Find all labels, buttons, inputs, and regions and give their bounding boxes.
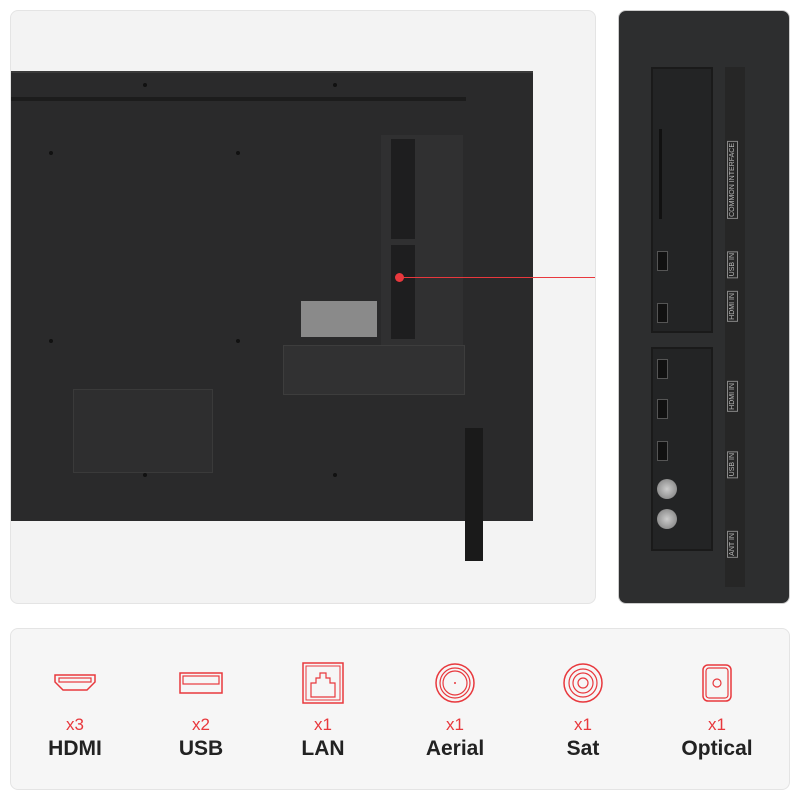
sat-port (657, 509, 677, 529)
stand-clip (465, 428, 483, 521)
usb-count: x2 (192, 715, 210, 734)
sat-count: x1 (574, 715, 592, 734)
connection-usb: x2 USB (141, 661, 261, 761)
usb-in-label-2: USB IN (727, 451, 738, 479)
ant-in-label: ANT IN (727, 531, 738, 558)
usb-icon (179, 672, 223, 694)
optical-count: x1 (708, 715, 726, 734)
aerial-label: Aerial (425, 737, 485, 760)
common-interface-label: COMMON INTERFACE (727, 141, 738, 219)
hdmi-icon (54, 674, 96, 691)
label-recess (73, 389, 213, 473)
connection-aerial: x1 Aerial (395, 661, 515, 761)
aerial-count: x1 (446, 715, 464, 734)
optical-label: Optical (681, 737, 753, 760)
rating-sticker (301, 301, 377, 337)
hdmi-count: x3 (66, 715, 84, 734)
hdmi-in-label: HDMI IN (727, 291, 738, 322)
optical-icon (702, 664, 732, 702)
top-groove (11, 97, 466, 101)
usb-label: USB (178, 737, 224, 760)
upper-port-bay (651, 67, 713, 333)
callout-line (400, 277, 595, 278)
aerial-port (657, 479, 677, 499)
port-closeup: COMMON INTERFACE USB IN HDMI IN HDMI IN … (618, 10, 790, 604)
connection-lan: x1 LAN (263, 661, 383, 761)
connection-hdmi: x3 HDMI (15, 661, 135, 761)
callout-dot (395, 273, 404, 282)
lan-count: x1 (314, 715, 332, 734)
sat-label: Sat (566, 737, 600, 760)
hdmi-in-label-2: HDMI IN (727, 381, 738, 412)
connection-optical: x1 Optical (657, 661, 777, 761)
aerial-icon (435, 663, 475, 703)
hdmi-label: HDMI (48, 737, 102, 760)
sat-icon (563, 663, 603, 703)
lan-label: LAN (301, 737, 345, 760)
lower-port-bay (651, 347, 713, 551)
connection-sat: x1 Sat (523, 661, 643, 761)
connections-summary: x3 HDMI x2 USB x1 LAN x1 Aerial x1 Sat x… (10, 628, 790, 790)
tv-rear-panel (11, 71, 533, 521)
lan-icon (302, 662, 344, 704)
tv-back-overview (10, 10, 596, 604)
usb-in-label: USB IN (727, 251, 738, 279)
